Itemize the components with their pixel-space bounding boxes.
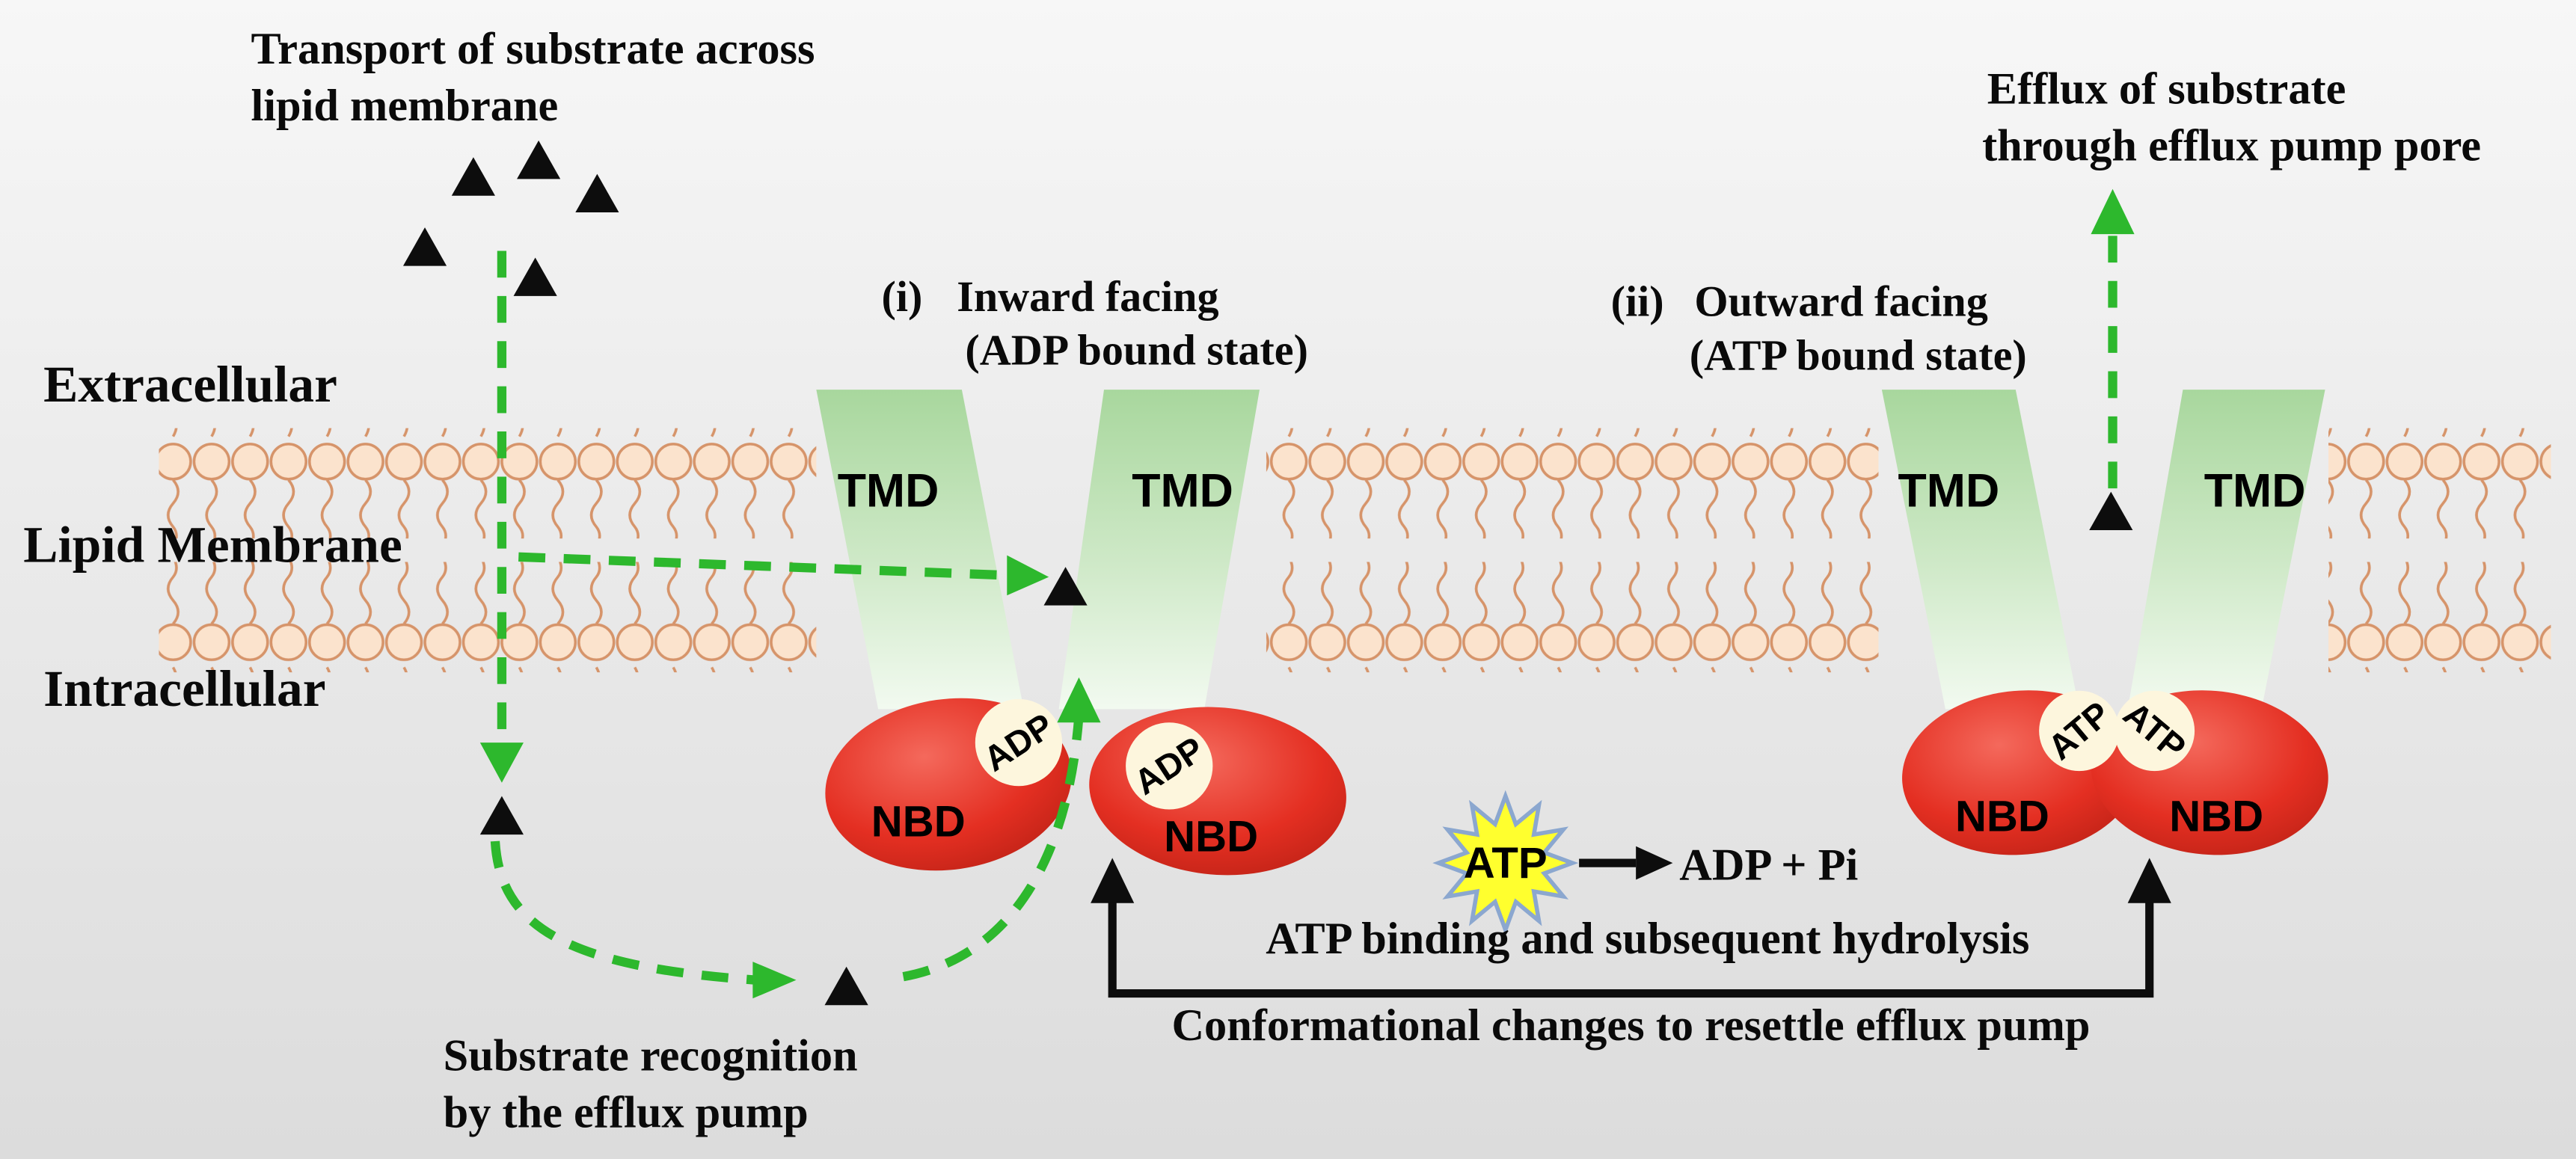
caption-efflux-line2: through efflux pump pore (1982, 121, 2481, 171)
caption-recognition-line2: by the efflux pump (444, 1088, 809, 1138)
efflux-pump-outward: TMD TMD NBD NBD ATP ATP (1881, 390, 2328, 855)
lipid-bottom-leaflet-segment (2328, 562, 2551, 673)
lipid-top-leaflet-segment (1266, 428, 1879, 539)
state-i-subtitle: (ADP bound state) (965, 326, 1308, 375)
arrowhead-down-icon (479, 743, 524, 783)
state-ii-index: (ii) (1611, 277, 1664, 326)
state-i-title: Inward facing (957, 272, 1218, 321)
arrow-substrate-into-pump (902, 715, 1084, 982)
tmd-left-outward (1881, 390, 2079, 710)
substrate-molecules (402, 140, 2133, 1006)
arrowhead-right-icon (1007, 555, 1049, 596)
arrow-substrate-through-membrane (518, 552, 1009, 580)
atp-molecule-right (2114, 690, 2195, 772)
atp-molecule-left (2039, 690, 2120, 772)
substrate-path-arrows (479, 188, 2135, 999)
atp-hydrolysis-reaction: ATP ADP + Pi (1432, 790, 1858, 936)
lipid-bottom-leaflet-segment (159, 562, 817, 673)
adp-molecule-left (975, 698, 1063, 787)
caption-recognition-line1: Substrate recognition (444, 1030, 858, 1080)
reaction-products-label: ADP + Pi (1679, 840, 1858, 890)
label-intracellular: Intracellular (43, 660, 325, 717)
nbd-label: NBD (2169, 793, 2263, 841)
arrowhead-up-icon (1057, 677, 1101, 723)
label-extracellular: Extracellular (43, 355, 337, 413)
state-i-index: (i) (882, 272, 923, 321)
cycle-bracket-line (1108, 896, 2154, 998)
substrate-triangle (451, 157, 495, 196)
tmd-label: TMD (1132, 465, 1233, 517)
caption-conformational: Conformational changes to resettle efflu… (1171, 1000, 2090, 1051)
caption-transport-line2: lipid membrane (251, 81, 558, 131)
substrate-triangle (479, 796, 524, 835)
lipid-top-leaflet-segment (2328, 428, 2551, 539)
tmd-label: TMD (838, 465, 939, 517)
arrowhead-up-icon (2091, 188, 2135, 235)
substrate-triangle (517, 140, 561, 179)
lipid-bilayer (159, 428, 2551, 673)
arrowhead-right-icon (752, 962, 797, 999)
atp-burst-label: ATP (1464, 839, 1548, 888)
efflux-pump-inward: TMD TMD NBD NBD ADP ADP (816, 390, 1346, 876)
state-ii-subtitle: (ATP bound state) (1690, 331, 2027, 379)
caption-transport-line1: Transport of substrate across (251, 24, 815, 74)
captions: Transport of substrate across lipid memb… (23, 24, 2481, 1138)
tmd-right-outward (2127, 390, 2325, 710)
tmd-right-inward (1058, 390, 1260, 710)
lipid-bottom-leaflet-segment (1266, 562, 1879, 673)
label-lipid-membrane: Lipid Membrane (23, 516, 402, 574)
conformational-cycle-arrows (1091, 858, 2171, 998)
substrate-triangle (402, 227, 447, 266)
tmd-label: TMD (2204, 465, 2306, 517)
substrate-triangle (575, 173, 619, 213)
caption-hydrolysis: ATP binding and subsequent hydrolysis (1266, 914, 2029, 964)
lipid-top-leaflet-segment (159, 428, 817, 539)
arrowhead-up-icon (2127, 858, 2171, 903)
tmd-label: TMD (1898, 465, 2000, 517)
nbd-label: NBD (871, 797, 966, 846)
tmd-left-inward (816, 390, 1024, 710)
state-ii-title: Outward facing (1694, 277, 1987, 326)
atp-starburst-icon (1432, 790, 1579, 936)
arrow-substrate-to-recognition (490, 840, 757, 985)
nbd-label: NBD (1955, 793, 2049, 841)
adp-molecule-right (1126, 722, 1213, 810)
nbd-label: NBD (1164, 812, 1258, 861)
substrate-triangle (513, 257, 557, 296)
substrate-triangle (824, 966, 868, 1006)
substrate-triangle (1043, 567, 1088, 606)
arrowhead-up-icon (1091, 858, 1135, 903)
substrate-triangle (2089, 491, 2133, 531)
arrowhead-right-icon (1636, 846, 1673, 880)
caption-efflux-line1: Efflux of substrate (1987, 64, 2346, 114)
